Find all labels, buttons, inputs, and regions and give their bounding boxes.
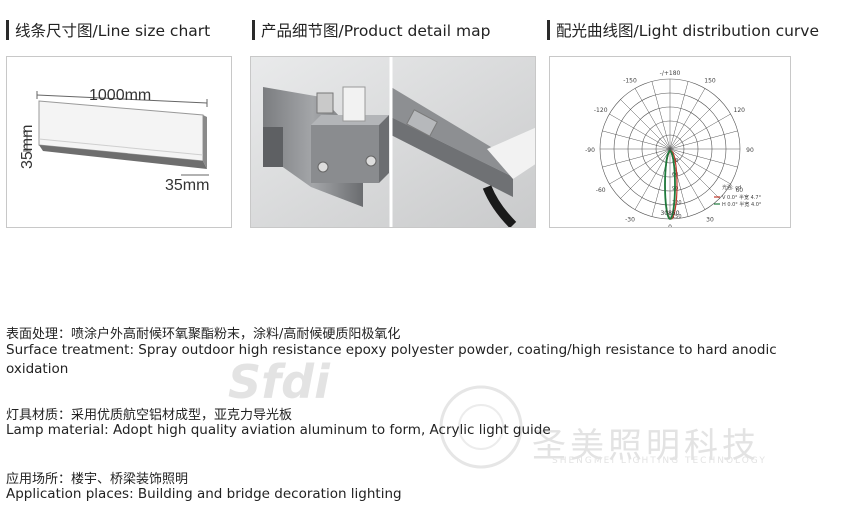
polar-top-label: -/+180	[660, 70, 681, 77]
heading-bar	[547, 20, 550, 40]
surface-treatment-en: Surface treatment: Spray outdoor high re…	[6, 342, 777, 377]
legend-entry: V 0.0° 半宽 4.7°	[722, 194, 762, 201]
heading-bar	[6, 20, 9, 40]
polar-angle-label: 60	[735, 187, 743, 194]
width-dimension: 35mm	[165, 177, 210, 194]
product-detail-panel	[250, 56, 536, 228]
polar-angle-label: -60	[596, 187, 606, 194]
polar-bottom-label: 30850	[660, 210, 679, 217]
polar-angle-label: -90	[585, 147, 595, 154]
polar-angle-label: -120	[594, 107, 608, 114]
lamp-material-en: Lamp material: Adopt high quality aviati…	[6, 422, 551, 438]
length-dimension: 1000mm	[89, 87, 152, 104]
polar-angle-label: 30	[706, 216, 714, 223]
polar-unit-label: 光强: cd	[722, 184, 741, 191]
polar-angle-label: -30	[625, 216, 635, 223]
polar-angle-label: 120	[734, 107, 746, 114]
polar-angle-label: 90	[746, 147, 754, 154]
heading-bar	[252, 20, 255, 40]
polar-radial-label: 120	[672, 200, 682, 206]
line-size-heading: 线条尺寸图/Line size chart	[6, 18, 210, 42]
lamp-material-cn: 灯具材质：采用优质航空铝材成型，亚克力导光板	[6, 408, 293, 423]
application-places-en: Application places: Building and bridge …	[6, 486, 402, 502]
product-detail-photo	[251, 57, 535, 227]
polar-angle-label: 150	[704, 78, 716, 85]
light-bar-drawing	[23, 91, 209, 176]
polar-angle-label: 0	[668, 224, 672, 228]
line-size-title: 线条尺寸图/Line size chart	[15, 22, 211, 40]
legend-entry: H 0.0° 半宽 4.0°	[722, 201, 762, 208]
horizontal-curve	[664, 150, 676, 220]
polar-angle-label: -150	[623, 78, 637, 85]
product-detail-heading: 产品细节图/Product detail map	[252, 18, 490, 42]
product-detail-title: 产品细节图/Product detail map	[261, 22, 491, 40]
application-places-cn: 应用场所：楼宇、桥梁装饰照明	[6, 472, 189, 487]
height-dimension: 35mm	[19, 124, 36, 169]
surface-treatment-cn: 表面处理：喷涂户外高耐候环氧聚酯粉末，涂料/高耐候硬质阳极氧化	[6, 327, 401, 342]
watermark-company-en: SHENGMEI LIGHTING TECHNOLOGY	[552, 456, 767, 466]
polar-spoke	[651, 81, 689, 217]
light-curve-heading: 配光曲线图/Light distribution curve	[547, 18, 819, 42]
polar-radial-label: 150	[672, 214, 682, 220]
light-curve-title: 配光曲线图/Light distribution curve	[556, 22, 820, 40]
line-size-panel: 1000mm 35mm 35mm	[6, 56, 232, 228]
